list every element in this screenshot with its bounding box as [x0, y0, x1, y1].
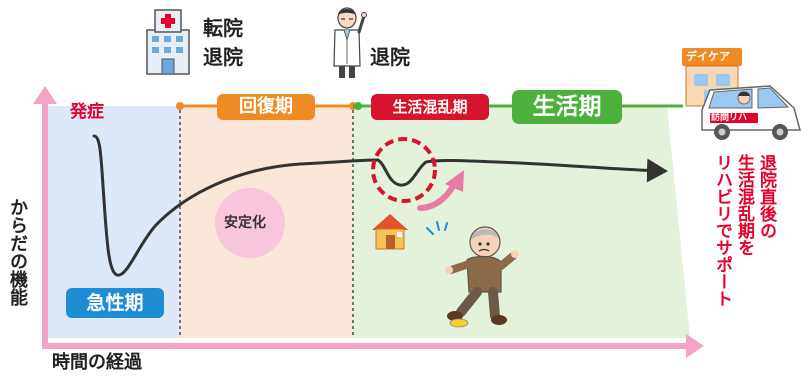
acute-phase-pill: 急性期 [66, 288, 164, 318]
callout-text-col3: リハビリでサポート [712, 154, 732, 307]
hospital-building-icon [146, 9, 190, 75]
daycare-sign: デイケア [686, 50, 730, 63]
stabilization-circle [215, 188, 285, 258]
rehab-van-icon [701, 85, 801, 140]
recovery-arrow [417, 170, 464, 211]
confusion-highlight-circle [371, 137, 437, 203]
stumbling-elderly-man-icon [426, 221, 519, 328]
visit-rehab-sign: 訪問リハ [711, 113, 748, 123]
house-icon [372, 214, 408, 250]
living-phase-pill: 生活期 [512, 90, 622, 124]
function-curve [92, 134, 668, 277]
callout-text-col1: 退院直後の [756, 154, 776, 239]
stabilization-label: 安定化 [224, 215, 266, 231]
callout-text-col2: 生活混乱期を [734, 154, 754, 256]
living-phase-background [353, 106, 690, 338]
y-axis [33, 86, 57, 348]
x-axis-label: 時間の経過 [52, 352, 142, 373]
x-axis [42, 334, 704, 358]
living-connector-dot [354, 102, 362, 110]
hospital-event-label-line1: 転院 [203, 16, 243, 40]
hospital-event-label-line2: 退院 [203, 45, 243, 69]
discharge-event-label: 退院 [370, 45, 410, 69]
y-axis-label: からだの機能 [7, 198, 28, 306]
confusion-phase-pill: 生活混乱期 [371, 94, 489, 120]
onset-label: 発症 [70, 102, 104, 122]
recovery-connector-dot-left [176, 102, 184, 110]
doctor-icon [333, 7, 367, 78]
recovery-phase-pill: 回復期 [217, 94, 315, 120]
